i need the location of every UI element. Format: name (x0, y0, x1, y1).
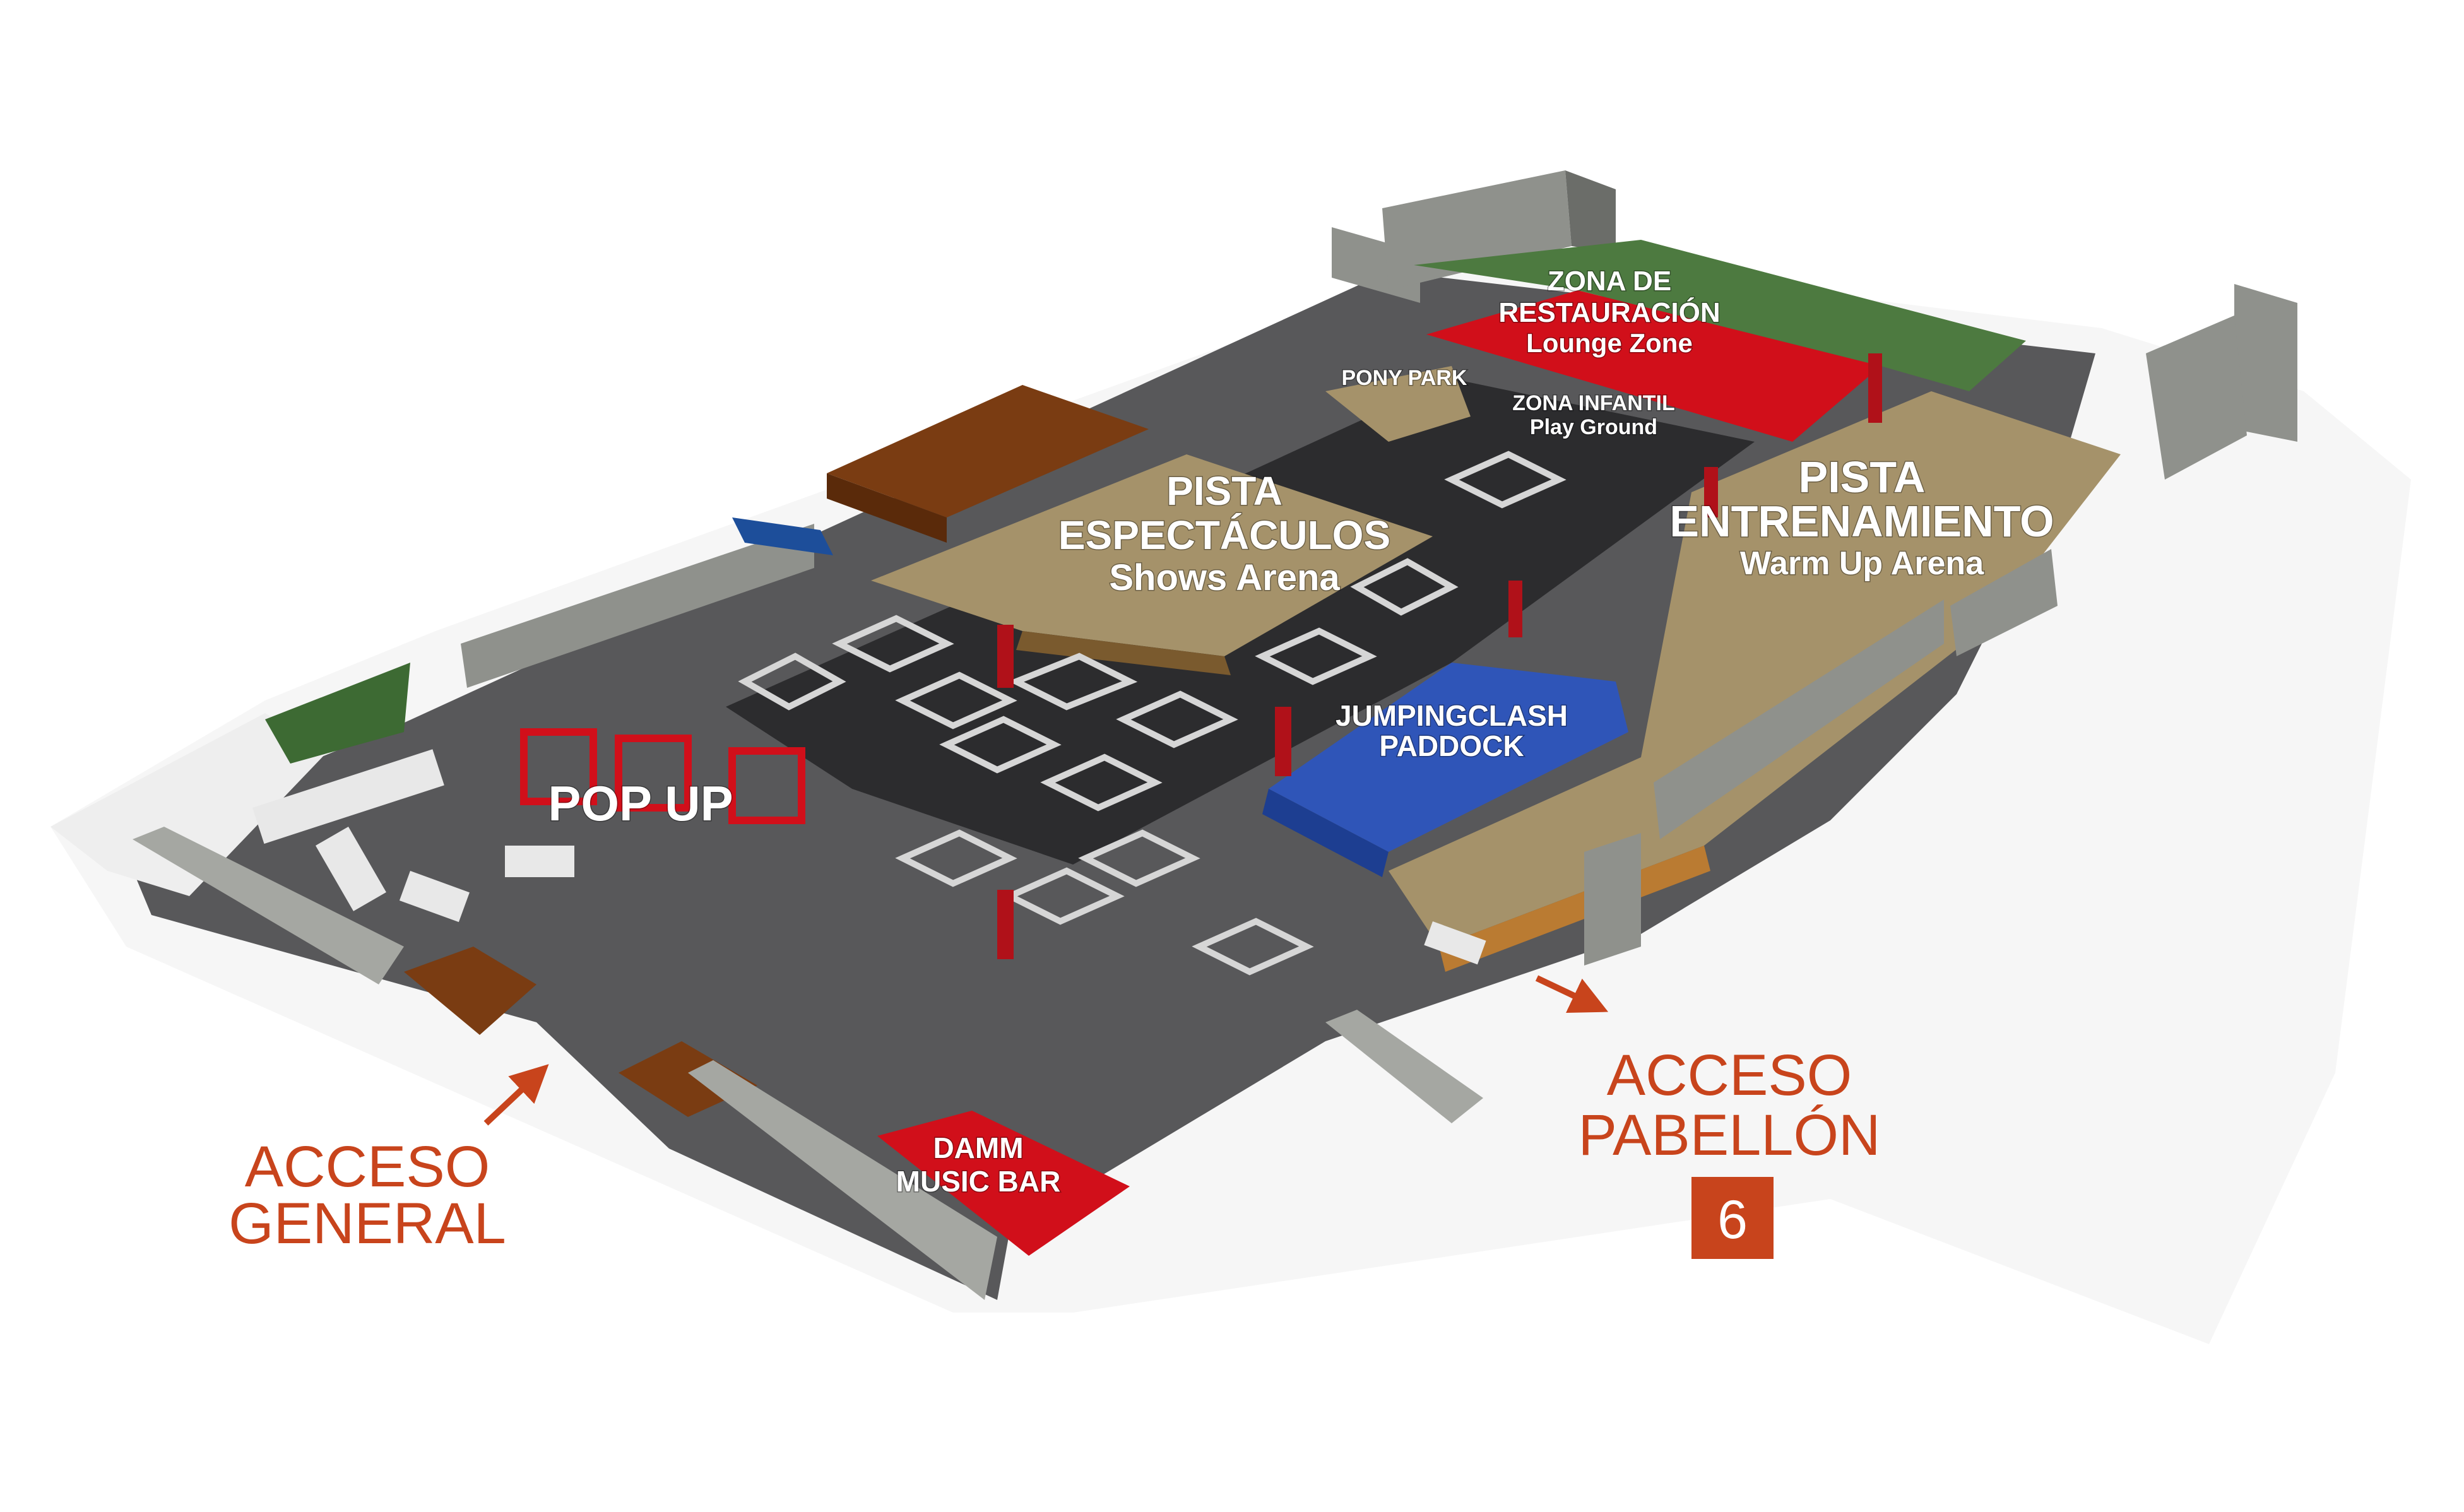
popup-label: POP UP (548, 776, 733, 831)
wall-back-3 (1382, 170, 1572, 290)
wall-back-1 (461, 524, 814, 688)
wall-front-3 (1325, 1010, 1483, 1123)
shows-arena-edge (1016, 631, 1231, 675)
pony-park (1325, 366, 1471, 442)
wall-front-4 (1584, 833, 1641, 966)
acceso-pabellon-label-2: PABELLÓN (1578, 1103, 1881, 1167)
entrenamiento-label-1: PISTA (1799, 452, 1926, 502)
green-strip-left (265, 663, 410, 764)
entrenamiento-label-3: Warm Up Arena (1740, 545, 1984, 582)
infantil-label-1: ZONA INFANTIL (1512, 391, 1675, 415)
acceso-general-arrow (483, 1064, 549, 1126)
red-columns (997, 353, 1882, 959)
shows-arena (871, 454, 1433, 656)
wall-back-4 (1565, 170, 1616, 252)
acceso-general-label-1: ACCESO (245, 1135, 490, 1199)
building-side-top (827, 473, 947, 543)
restauracion-label-3: Lounge Zone (1526, 328, 1693, 358)
building-bottom-left (404, 947, 536, 1035)
blue-marker (732, 517, 833, 555)
pabellon-number: 6 (1717, 1190, 1748, 1250)
pabellon-number-badge (1691, 1177, 1774, 1259)
acceso-general-label-2: GENERAL (228, 1191, 506, 1256)
building-roof-top (827, 385, 1149, 517)
espectaculos-label-1: PISTA (1166, 468, 1282, 514)
popup-structures (520, 728, 805, 824)
lounge-zone (1426, 290, 1881, 442)
damm-music-bar (877, 1111, 1130, 1256)
espectaculos-label-2: ESPECTÁCULOS (1058, 512, 1390, 558)
restauracion-label-2: RESTAURACIÓN (1498, 297, 1720, 328)
vehicles (252, 749, 1486, 965)
wall-right-1 (2234, 284, 2297, 442)
acceso-pabellon-label-1: ACCESO (1607, 1043, 1852, 1107)
infantil-label-2: Play Ground (1530, 415, 1657, 439)
paddock-label-2: PADDOCK (1379, 729, 1524, 762)
warm-up-arena-edge (1439, 846, 1710, 972)
warm-up-arena (1389, 391, 2121, 947)
wall-front-1 (133, 827, 404, 984)
wall-front-5 (1654, 599, 1944, 839)
zone-labels: ZONA DE RESTAURACIÓN Lounge Zone PONY PA… (547, 265, 2055, 1199)
paddock-edge (1262, 789, 1389, 877)
booths (738, 451, 1567, 976)
wall-front-6 (1950, 549, 2058, 656)
jumpingclash-paddock (1269, 663, 1628, 852)
espectaculos-label-3: Shows Arena (1109, 557, 1340, 598)
wall-right-2 (2146, 316, 2247, 480)
restauracion-label-1: ZONA DE (1548, 266, 1671, 297)
access-labels: ACCESO GENERAL ACCESO PABELLÓN 6 (228, 1043, 1880, 1259)
entrenamiento-label-2: ENTRENAMIENTO (1669, 497, 2054, 546)
acceso-pabellon-arrow (1535, 975, 1609, 1013)
wall-front-2 (688, 1060, 997, 1300)
pony-park-label: PONY PARK (1341, 366, 1467, 390)
paddock-label-1: JUMPINGCLASH (1336, 699, 1568, 732)
damm-label-2: MUSIC BAR (896, 1165, 1061, 1198)
entrance-floor (50, 713, 328, 896)
damm-label-1: DAMM (933, 1131, 1023, 1164)
